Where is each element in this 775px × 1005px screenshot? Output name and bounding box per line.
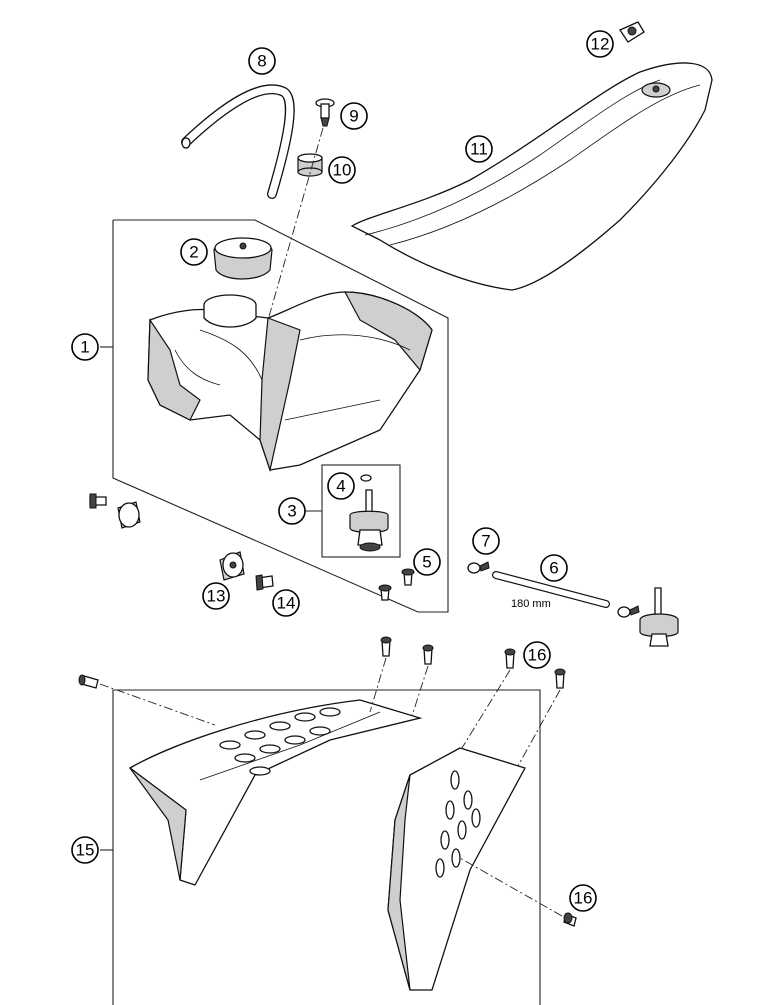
fuel-tap-assembled xyxy=(639,587,679,647)
hose-clamp xyxy=(467,561,490,574)
svg-text:6: 6 xyxy=(549,559,558,578)
skid-plate-vent-holes-side xyxy=(435,770,481,878)
callout-16-top: 16 xyxy=(523,641,551,669)
fuel-tap xyxy=(349,474,389,552)
callout-14: 14 xyxy=(272,589,300,617)
rubber-grommet xyxy=(297,153,323,177)
svg-text:2: 2 xyxy=(189,243,198,262)
svg-text:15: 15 xyxy=(76,841,95,860)
svg-text:13: 13 xyxy=(207,587,226,606)
callout-15: 15 xyxy=(71,836,99,864)
callout-10: 10 xyxy=(328,156,356,184)
svg-text:9: 9 xyxy=(349,107,358,126)
assembly-line-b xyxy=(369,657,387,713)
tank-mount-bolt xyxy=(89,493,107,509)
svg-text:8: 8 xyxy=(257,52,266,71)
callout-4: 4 xyxy=(327,472,355,500)
svg-text:16: 16 xyxy=(528,646,547,665)
assembly-line-a xyxy=(99,683,216,726)
fuel-hose xyxy=(492,571,610,608)
skid-plate-frame xyxy=(112,689,541,1005)
seat xyxy=(350,62,713,291)
callout-2: 2 xyxy=(180,238,208,266)
skid-plate-screws xyxy=(78,636,577,927)
callout-16-bottom: 16 xyxy=(569,884,597,912)
skid-plate-vent-holes-front xyxy=(219,707,341,776)
assembly-line-vent xyxy=(267,127,324,321)
skid-plate-front xyxy=(128,699,423,886)
assembly-line-c xyxy=(411,665,429,717)
callout-5: 5 xyxy=(413,548,441,576)
svg-text:16: 16 xyxy=(574,889,593,908)
assembly-line-d xyxy=(461,669,511,749)
collar-bolt xyxy=(255,574,274,591)
svg-text:10: 10 xyxy=(333,161,352,180)
svg-text:1: 1 xyxy=(80,338,89,357)
callout-6: 6 xyxy=(540,554,568,582)
callout-13: 13 xyxy=(202,582,230,610)
svg-text:11: 11 xyxy=(470,140,488,159)
svg-text:5: 5 xyxy=(422,553,431,572)
callout-7: 7 xyxy=(472,527,500,555)
callout-8: 8 xyxy=(248,47,276,75)
breather-hose xyxy=(181,84,295,199)
callout-12: 12 xyxy=(586,30,614,58)
tank-group-frame xyxy=(112,219,449,613)
tank-screws xyxy=(378,568,415,601)
svg-text:12: 12 xyxy=(591,35,610,54)
svg-text:4: 4 xyxy=(336,477,345,496)
tank-mount-rubber xyxy=(117,501,141,529)
assembly-line-e xyxy=(517,689,561,767)
hose-clamp-right xyxy=(617,605,640,618)
seat-clip xyxy=(619,21,645,43)
vent-valve xyxy=(315,98,335,127)
rubber-bushing xyxy=(219,551,245,581)
svg-text:7: 7 xyxy=(481,532,490,551)
tank-cap xyxy=(213,237,273,280)
fuel-tank xyxy=(147,291,433,473)
svg-text:14: 14 xyxy=(277,594,296,613)
callout-3: 3 xyxy=(278,497,306,525)
callout-1: 1 xyxy=(71,333,99,361)
svg-text:3: 3 xyxy=(287,502,296,521)
skid-plate-side xyxy=(387,747,526,991)
hose-length-note: 180 mm xyxy=(511,598,551,610)
callout-9: 9 xyxy=(340,102,368,130)
assembly-line-f xyxy=(459,857,563,917)
callout-11: 11 xyxy=(465,135,493,163)
